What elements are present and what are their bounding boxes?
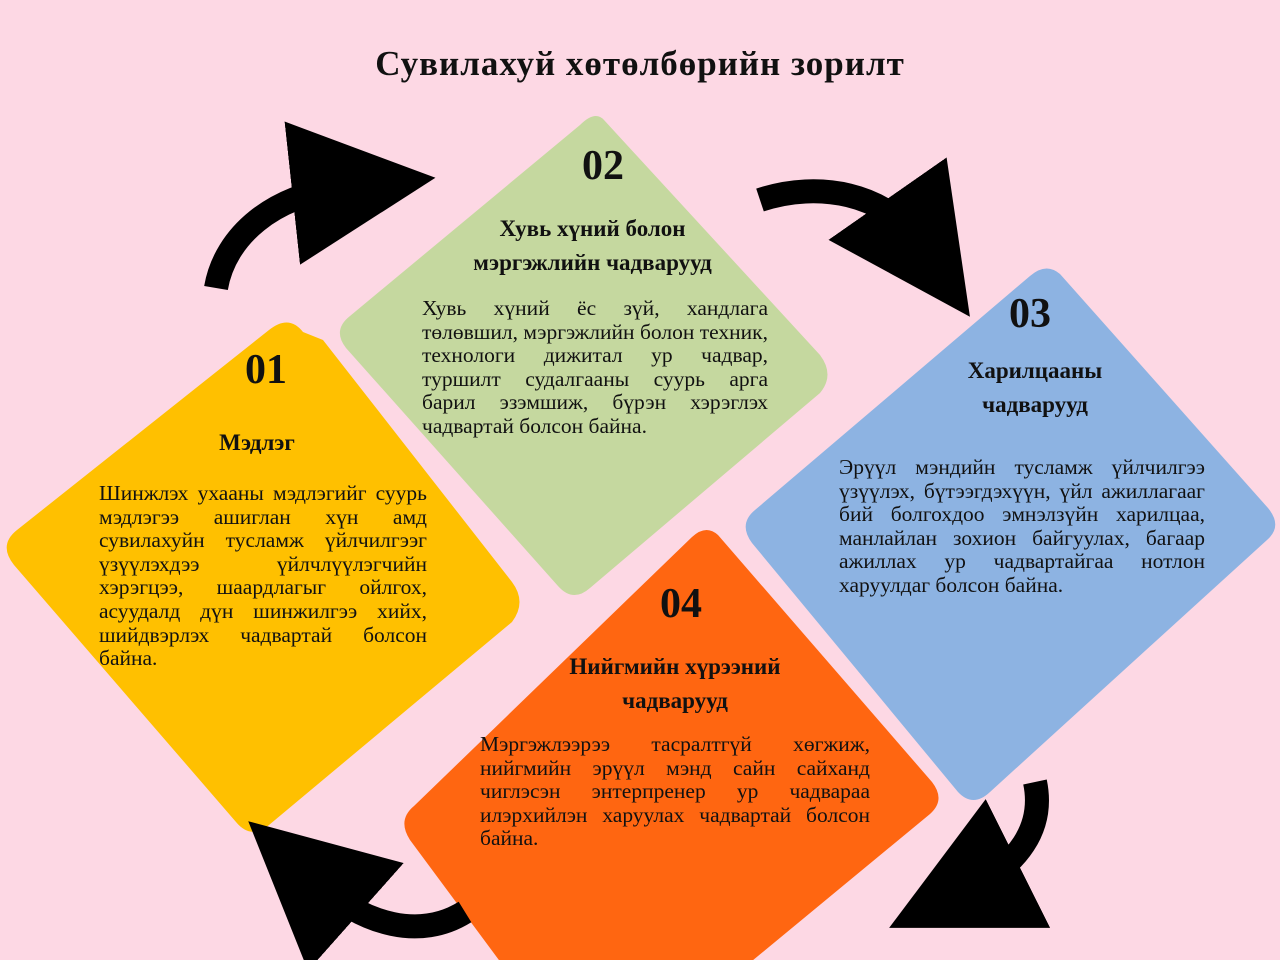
page-title: Сувилахуй хөтөлбөрийн зорилт (375, 44, 905, 83)
card-04-text: Мэргэжлээрээ тасралтгүй хөгжиж, нийгмийн… (480, 732, 870, 851)
card-01-text: Шинжлэх ухааны мэдлэгийг суурь мэдлэгээ … (99, 481, 427, 671)
card-04-heading: Нийгмийн хүрээний чадварууд (569, 654, 781, 713)
card-02-number: 02 (582, 143, 624, 189)
card-01-shape (6, 322, 520, 832)
card-02-shape (339, 116, 828, 596)
card-04-number: 04 (660, 581, 702, 627)
card-03-text: Эрүүл мэндийн тусламж үйлчилгээ үзүүлэх,… (839, 455, 1205, 597)
cycle-arrow-bottom-right (889, 779, 1051, 928)
card-01-heading: Мэдлэг (219, 430, 295, 455)
cycle-arrow-bottom-left (248, 821, 472, 960)
card-03-heading: Харилцааны чадварууд (967, 358, 1103, 417)
card-02-heading: Хувь хүний болон мэргэжлийн чадварууд (473, 216, 712, 275)
card-04-shape (404, 530, 939, 960)
cycle-arrow-top-left (204, 121, 436, 291)
card-02-text: Хувь хүний ёс зүй, хандлага төлөвшил, мэ… (422, 296, 768, 438)
card-01-number: 01 (245, 347, 287, 393)
cycle-arrow-top-right (756, 157, 970, 317)
card-03-shape (745, 268, 1276, 800)
card-03-number: 03 (1009, 291, 1051, 337)
